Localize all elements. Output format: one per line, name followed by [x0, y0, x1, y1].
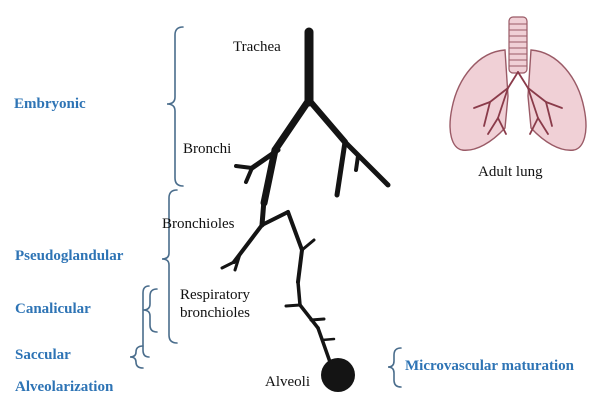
- trachea-label: Trachea: [233, 38, 281, 56]
- stage-label-embryonic: Embryonic: [14, 96, 86, 113]
- adult-lung-label: Adult lung: [478, 163, 543, 181]
- embryonic-bracket: [167, 27, 183, 186]
- bronchioles-label: Bronchioles: [162, 215, 235, 233]
- stage-label-pseudoglandular: Pseudoglandular: [15, 248, 123, 265]
- respiratory-bronchioles-label: Respiratory bronchioles: [180, 286, 250, 322]
- bronchi-label: Bronchi: [183, 140, 231, 158]
- alveoli-label: Alveoli: [265, 373, 310, 391]
- saccular-bracket: [130, 346, 143, 368]
- respiratory-bronchioles-line2: bronchioles: [180, 304, 250, 322]
- pseudoglandular-bracket: [162, 190, 177, 343]
- microvascular-maturation-label: Microvascular maturation: [405, 358, 574, 375]
- stage-label-saccular: Saccular: [15, 347, 71, 364]
- canalicular-saccular-bracket: [143, 286, 149, 357]
- right-main-bronchus: [309, 100, 345, 142]
- respiratory-bronchioles-line1: Respiratory: [180, 286, 250, 304]
- microvascular-bracket: [388, 348, 401, 387]
- adult-lung-illustration: [450, 17, 586, 150]
- left-main-bronchus: [275, 100, 309, 150]
- respiratory-bronchioles: [298, 282, 300, 305]
- alveolus-sac: [321, 358, 355, 392]
- stage-label-alveolarization: Alveolarization: [15, 379, 113, 396]
- stage-label-canalicular: Canalicular: [15, 301, 91, 318]
- bronchioles-trunk: [262, 200, 264, 225]
- canalicular-bracket: [143, 289, 157, 332]
